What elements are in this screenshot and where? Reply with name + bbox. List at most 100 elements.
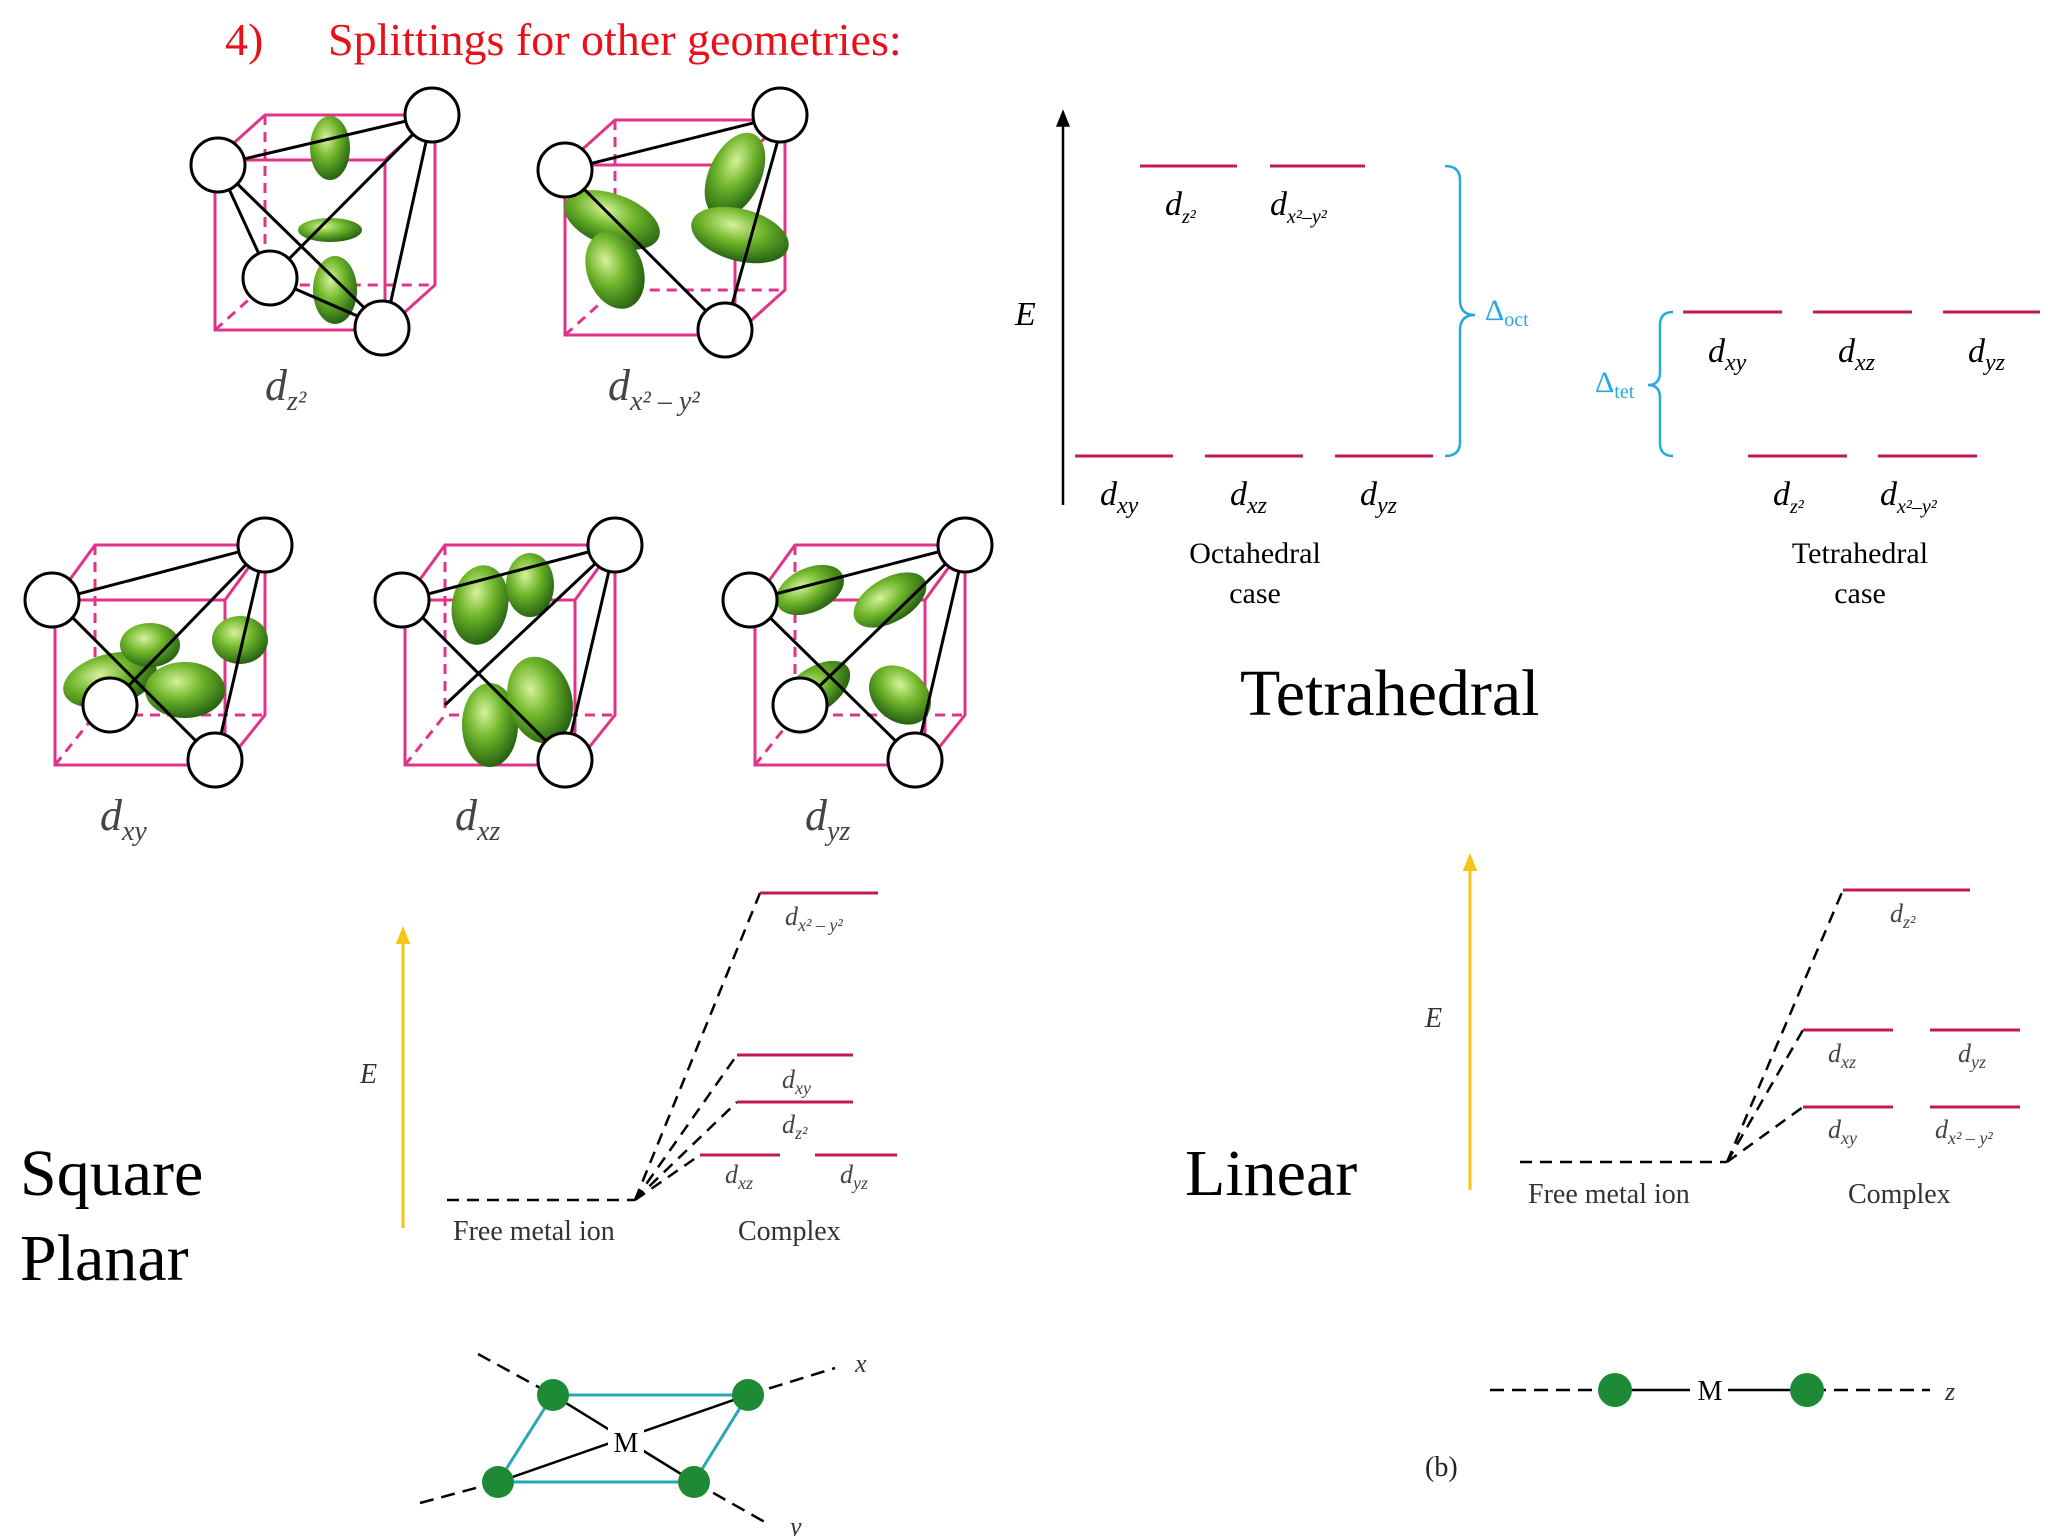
label-dyz: dyz: [805, 791, 850, 847]
lobe: [691, 206, 789, 264]
cube-dz2: [189, 86, 461, 357]
ligand-dot: [537, 1379, 569, 1411]
sp-label-dyz: dyz: [840, 1160, 868, 1193]
caption-tet-1: Tetrahedral: [1792, 537, 1928, 570]
ligand-dot: [732, 1379, 764, 1411]
delta-oct-brace: [1444, 164, 1476, 458]
lin-free-ion-label: Free metal ion: [1528, 1179, 1690, 1210]
ligand-circle: [586, 516, 644, 574]
delta-oct-label: Δoct: [1485, 294, 1529, 331]
ligand-circle: [403, 86, 461, 144]
lin-complex-label: Complex: [1848, 1179, 1951, 1210]
label-tet-dz2: dz²: [1773, 476, 1805, 518]
axis-z-label: z: [1944, 1377, 1955, 1406]
label-oct-dx2y2: dx²–y²: [1270, 186, 1328, 228]
label-tet-dx2y2: dx²–y²: [1880, 476, 1938, 518]
axis-x-label: x: [854, 1349, 867, 1378]
label-dz2: dz²: [265, 361, 307, 417]
ligand-circle: [696, 301, 754, 359]
ligand-circle: [241, 249, 299, 307]
lobe: [120, 623, 180, 667]
lobe: [869, 665, 931, 725]
heading-planar: Planar: [20, 1222, 189, 1295]
ligand-dot: [1598, 1373, 1632, 1407]
ligand-circle: [536, 141, 594, 199]
sp-label-dx2y2: dx² – y²: [785, 902, 843, 935]
lin-energy-label: E: [1424, 1003, 1442, 1034]
lin-label-dyz: dyz: [1958, 1039, 1986, 1072]
lin-label-dx2y2: dx² – y²: [1935, 1115, 1993, 1148]
label-tet-dxy: dxy: [1708, 333, 1747, 376]
ligand-circle: [536, 731, 594, 789]
lobe: [704, 132, 766, 218]
ligand-dot: [482, 1466, 514, 1498]
lobe: [313, 256, 357, 324]
sp-label-dxz: dxz: [725, 1160, 753, 1193]
delta-tet-label: Δtet: [1595, 366, 1635, 403]
sp-label-dz2: dz²: [782, 1110, 808, 1143]
square-planar-geometry: M x y: [419, 1349, 867, 1536]
caption-tet-2: case: [1834, 577, 1886, 610]
heading-linear: Linear: [1185, 1137, 1357, 1210]
cube-dyz: [721, 516, 994, 789]
lobe: [564, 190, 660, 250]
caption-oct-1: Octahedral: [1189, 537, 1321, 570]
lin-label-dz2: dz²: [1890, 899, 1916, 932]
sp-label-dxy: dxy: [782, 1065, 811, 1098]
lin-label-dxy: dxy: [1828, 1115, 1857, 1148]
linear-geometry: M z (b): [1425, 1373, 1955, 1483]
ligand-circle: [936, 516, 994, 574]
tetra-diagram: E dz² dx²–y² dxy dxz dyz Δoct dxy dxz dy…: [1014, 109, 2040, 610]
label-oct-dyz: dyz: [1360, 476, 1398, 519]
sp-complex-label: Complex: [738, 1216, 841, 1247]
linear-diagram: E dz² dxz dyz dxy dx² – y² Free metal io…: [1424, 853, 2020, 1210]
lobe: [585, 231, 645, 309]
header-title: Splittings for other geometries:: [328, 14, 902, 65]
lin-label-dxz: dxz: [1828, 1039, 1856, 1072]
sp-energy-label: E: [359, 1059, 377, 1090]
panel-label-b: (b): [1425, 1452, 1458, 1483]
lobe: [776, 564, 844, 616]
ligand-circle: [751, 86, 809, 144]
ligand-circle: [886, 731, 944, 789]
cube-dxy: [23, 516, 294, 789]
ligand-circle: [353, 299, 411, 357]
label-oct-dxz: dxz: [1230, 476, 1268, 519]
heading-tetrahedral: Tetrahedral: [1240, 657, 1540, 730]
lobe: [298, 218, 362, 242]
ligand-circle: [189, 136, 247, 194]
label-tet-dyz: dyz: [1968, 333, 2006, 376]
ligand-circle: [373, 571, 431, 629]
label-dx2y2: dx² – y²: [608, 361, 700, 417]
sp-free-ion-label: Free metal ion: [453, 1216, 615, 1247]
ligand-circle: [23, 571, 81, 629]
header-number: 4): [225, 14, 263, 65]
ligand-circle: [81, 676, 139, 734]
label-dxy: dxy: [100, 791, 147, 847]
ligand-circle: [721, 571, 779, 629]
label-tet-dxz: dxz: [1838, 333, 1876, 376]
label-oct-dxy: dxy: [1100, 476, 1139, 519]
ligand-circle: [236, 516, 294, 574]
ligand-circle: [771, 676, 829, 734]
caption-oct-2: case: [1229, 577, 1281, 610]
heading-square: Square: [20, 1137, 203, 1210]
cube-dx2y2: [536, 86, 809, 359]
ligand-dot: [1790, 1373, 1824, 1407]
lobe: [212, 616, 268, 664]
square-planar-diagram: E dx² – y² dxy dz² dxz dyz Free metal io…: [359, 891, 897, 1247]
ligand-dot: [678, 1466, 710, 1498]
lobe: [507, 656, 573, 744]
axis-y-label: y: [787, 1512, 802, 1536]
energy-label: E: [1014, 296, 1036, 333]
lobe: [310, 116, 350, 180]
lobe: [145, 662, 225, 718]
delta-tet-brace: [1647, 310, 1674, 458]
sp-metal-label: M: [614, 1428, 639, 1459]
label-oct-dz2: dz²: [1165, 186, 1197, 228]
lobe: [462, 683, 518, 767]
ligand-circle: [186, 731, 244, 789]
lobe: [853, 572, 927, 628]
